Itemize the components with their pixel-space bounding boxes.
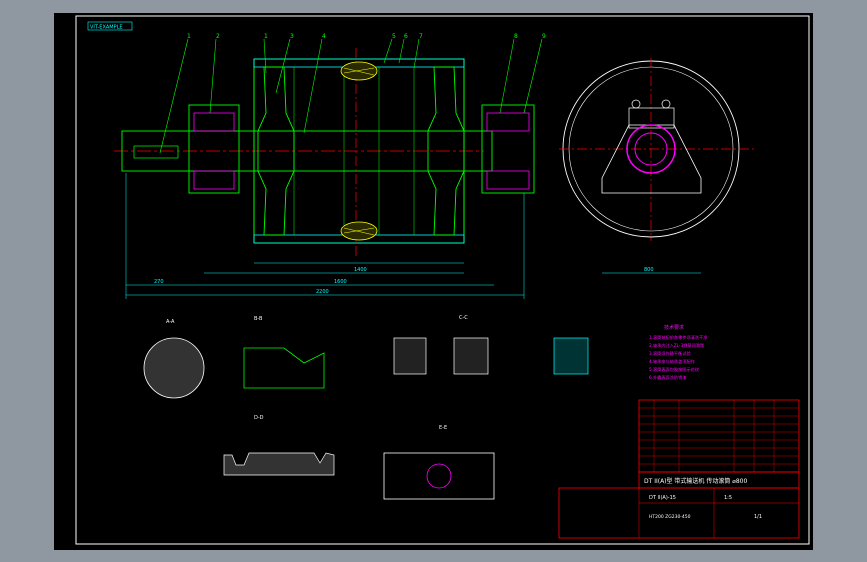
material-note: HT200 ZG230-450 <box>649 514 691 520</box>
lagging-detail-bottom <box>340 221 378 241</box>
section-label-ee: E-E <box>439 425 447 431</box>
drawing-title: DT II(A)型 带式输送机 传动滚筒 ⌀800 <box>644 477 747 485</box>
section-label-bb: B-B <box>254 316 263 322</box>
bearing-ring-outer <box>626 124 676 174</box>
bearing-ring-inner <box>634 132 668 166</box>
callout-4: 4 <box>322 33 326 40</box>
drawing-scale: 1:5 <box>724 495 732 501</box>
pulley-end-view: 800 <box>559 58 754 274</box>
lift-lug-left <box>631 99 641 109</box>
end-view-dim-text: 800 <box>644 267 654 273</box>
detail-views: A-A B-B C-C D-D E-E <box>143 315 589 500</box>
callout-1b: 1 <box>264 33 268 40</box>
bearing-block <box>601 124 702 194</box>
keyway <box>133 145 179 159</box>
lagging-sample-1 <box>393 337 427 375</box>
section-label-dd: D-D <box>254 415 264 421</box>
bearing-housing-plan <box>383 452 495 500</box>
callout-5: 5 <box>392 33 396 40</box>
title-block: DT II(A)型 带式输送机 传动滚筒 ⌀800 DT II(A)-15 1:… <box>558 399 800 539</box>
left-bearing-housing <box>188 104 240 194</box>
drawing-sheet: VIT-EXAMPLE <box>54 13 813 550</box>
lagging-detail-top <box>340 61 378 81</box>
callout-2: 2 <box>216 33 220 40</box>
note-line-3: 3.滚筒须作静平衡试验 <box>649 350 691 357</box>
stamp-text: VIT-EXAMPLE <box>90 25 123 31</box>
right-bearing-top <box>486 112 530 132</box>
key-section <box>243 347 325 389</box>
note-line-1: 1.滚筒装配前各零件须清洗干净 <box>649 334 707 341</box>
left-end-disc <box>257 66 295 236</box>
parts-list-table <box>638 399 800 473</box>
note-line-4: 4.轴承座与轴承盖须配作 <box>649 358 696 365</box>
lift-lug-right <box>661 99 671 109</box>
drawing-number: DT II(A)-15 <box>649 495 676 501</box>
shaft-outline <box>121 130 493 172</box>
note-line-2: 2.轴承内注入ZL-3锂基润滑脂 <box>649 342 704 349</box>
dim-shaft-ext: 270 <box>154 279 164 285</box>
note-line-5: 5.滚筒表面包胶按图示花纹 <box>649 366 700 373</box>
pulley-section-view: 1 2 1 3 4 5 6 7 8 9 2200 1600 1400 270 <box>114 33 546 299</box>
callout-3: 3 <box>290 33 294 40</box>
housing-plan-bore <box>426 463 452 489</box>
stamp-box <box>87 21 133 31</box>
callout-8: 8 <box>514 33 518 40</box>
lagging-profile <box>223 452 335 476</box>
notes-heading: 技术要求 <box>664 324 684 331</box>
section-label-cc: C-C <box>459 315 468 321</box>
callout-1: 1 <box>187 33 191 40</box>
callout-7: 7 <box>419 33 423 40</box>
right-end-disc <box>427 66 465 236</box>
left-bearing-bottom <box>193 170 235 190</box>
note-line-6: 6.外露表面涂防锈漆 <box>649 374 687 381</box>
bearing-cap <box>628 107 675 129</box>
callout-leaders <box>159 38 543 154</box>
left-bearing-top <box>193 112 235 132</box>
callout-9: 9 <box>542 33 546 40</box>
dim-bearing-span: 1600 <box>334 279 347 285</box>
drawing-svg: VIT-EXAMPLE <box>75 15 810 545</box>
dim-drum-length: 1400 <box>354 267 367 273</box>
lagging-hatch <box>343 67 375 236</box>
lagging-sample-2 <box>453 337 489 375</box>
drawing-frame <box>75 15 810 545</box>
technical-notes: 技术要求 1.滚筒装配前各零件须清洗干净 2.轴承内注入ZL-3锂基润滑脂 3.… <box>649 324 707 381</box>
shaft-section-circle <box>143 337 205 399</box>
dim-overall: 2200 <box>316 289 329 295</box>
right-bearing-bottom <box>486 170 530 190</box>
right-bearing-housing <box>481 104 535 194</box>
title-block-lower <box>558 487 800 539</box>
lagging-sample-3 <box>553 337 589 375</box>
dimension-lines <box>125 173 525 299</box>
parts-list-grid <box>639 400 799 472</box>
callout-6: 6 <box>404 33 408 40</box>
sheet-number: 1/1 <box>754 514 762 520</box>
section-label-aa: A-A <box>166 319 175 325</box>
